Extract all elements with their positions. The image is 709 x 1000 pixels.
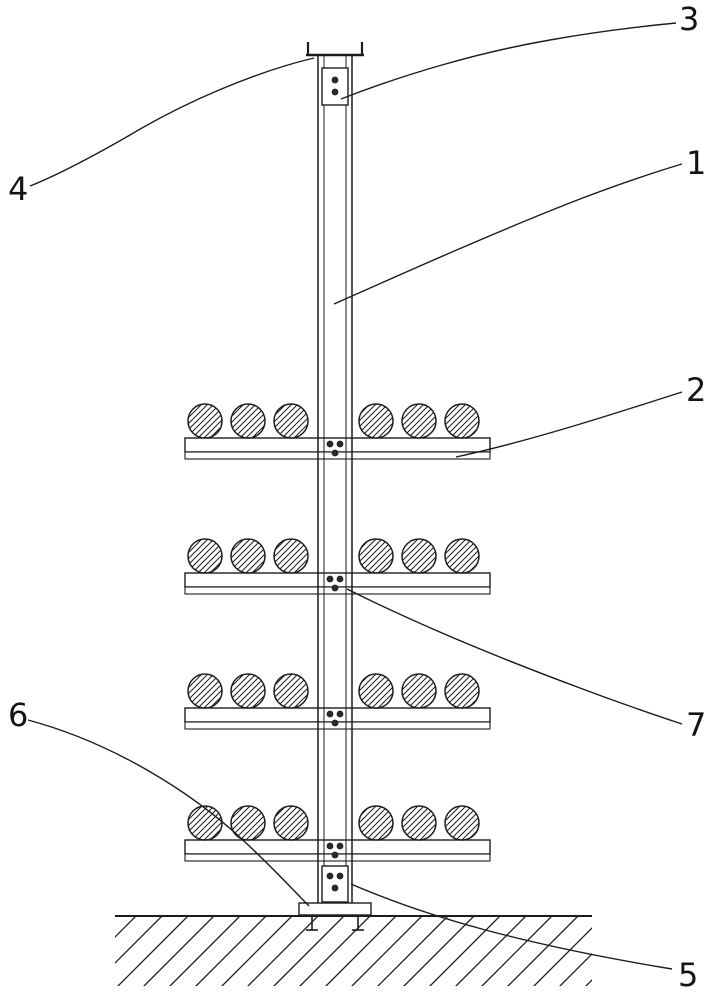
column	[317, 55, 353, 903]
bolt-icon	[331, 884, 339, 892]
column-top-cap	[306, 42, 364, 57]
base-plate	[298, 902, 372, 916]
leader-line-6	[27, 719, 310, 907]
anchor-bolt	[352, 915, 364, 931]
shelf-3	[184, 673, 491, 730]
bolt-icon	[331, 76, 339, 84]
bolt-icon	[331, 88, 339, 96]
leader-lines	[27, 22, 683, 970]
bottom-bracket	[321, 865, 349, 903]
bolt-icon	[326, 872, 334, 880]
leader-line-3	[340, 22, 677, 100]
leader-line-7	[346, 588, 683, 725]
callout-2: 2	[686, 371, 706, 409]
shelf-4	[184, 805, 491, 862]
callout-5: 5	[678, 956, 698, 994]
callout-4: 4	[8, 170, 28, 208]
leader-line-1	[333, 163, 683, 305]
top-bracket	[321, 67, 349, 106]
ground-hatch	[115, 916, 592, 986]
shelf-2	[184, 538, 491, 595]
anchor-bolt	[306, 915, 318, 931]
callout-7: 7	[686, 706, 706, 744]
base-plate-assembly	[298, 902, 372, 931]
ground	[115, 915, 592, 986]
callout-6: 6	[8, 696, 28, 734]
bottom-bracket-plate	[321, 865, 349, 903]
leader-line-4	[29, 57, 315, 187]
leader-line-2	[455, 391, 683, 458]
top-bracket-plate	[321, 67, 349, 106]
bolt-icon	[336, 872, 344, 880]
shelf-1	[184, 403, 491, 460]
leader-line-5	[350, 883, 673, 970]
callout-3: 3	[679, 0, 699, 38]
callout-1: 1	[686, 144, 706, 182]
